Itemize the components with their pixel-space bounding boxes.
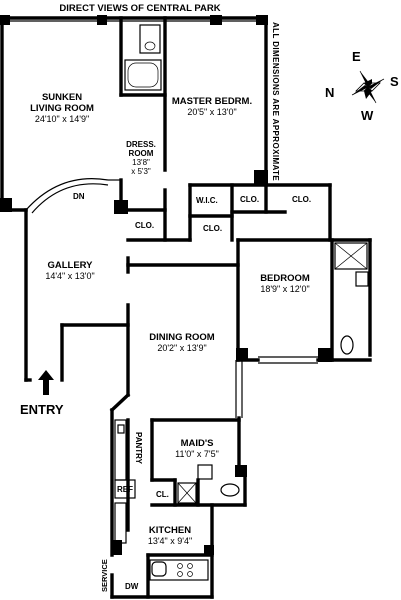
room-gallery: GALLERY 14'4" x 13'0" (45, 260, 94, 281)
kitchen-name: KITCHEN (149, 525, 191, 536)
living-name-1: SUNKEN (42, 92, 82, 103)
gallery-name: GALLERY (47, 260, 93, 271)
entry-arrow (38, 370, 54, 395)
wic-label: W.I.C. (196, 196, 218, 205)
room-master: MASTER BEDRM. 20'5" x 13'0" (172, 96, 252, 117)
master-dims: 20'5" x 13'0" (187, 107, 236, 117)
service-label: SERVICE (100, 559, 109, 592)
maids-dims: 11'0" x 7'5" (175, 449, 219, 459)
dining-dims: 20'2" x 13'9" (157, 343, 206, 353)
fixtures (114, 24, 369, 581)
bedroom-name: BEDROOM (260, 273, 310, 284)
living-dims: 24'10" x 14'9" (35, 114, 89, 124)
dressing-dims-1: 13'8" (132, 158, 150, 167)
dressing-name-1: DRESS. (126, 140, 156, 149)
closet-label-4: CLO. (292, 195, 311, 204)
room-maids: MAID'S 11'0" x 7'5" (175, 438, 219, 459)
bedroom-dims: 18'9" x 12'0" (260, 284, 309, 294)
room-dressing: DRESS. ROOM 13'8" x 5'3" (126, 140, 156, 176)
columns (0, 15, 332, 555)
maids-name: MAID'S (181, 438, 214, 449)
closet-label-1: CLO. (135, 221, 154, 230)
room-dining: DINING ROOM 20'2" x 13'9" (149, 332, 215, 353)
compass-s: S (390, 74, 399, 89)
compass-w: W (361, 108, 374, 123)
dressing-dims-2: x 5'3" (131, 167, 151, 176)
entry-label: ENTRY (20, 402, 64, 417)
dressing-name-2: ROOM (129, 149, 154, 158)
dimensions-note: ALL DIMENSIONS ARE APPROXIMATE (271, 22, 280, 181)
dw-label: DW (125, 582, 139, 591)
compass-rose: N E S W (325, 49, 399, 123)
kitchen-dims: 13'4" x 9'4" (148, 536, 192, 546)
walls (0, 16, 372, 599)
cl-label: CL. (156, 490, 169, 499)
ref-label: REF (117, 485, 133, 494)
dn-label: DN (73, 192, 85, 201)
pantry-label: PANTRY (134, 432, 143, 465)
gallery-dims: 14'4" x 13'0" (45, 271, 94, 281)
views-header: DIRECT VIEWS OF CENTRAL PARK (59, 3, 220, 14)
compass-e: E (352, 49, 361, 64)
compass-n: N (325, 85, 334, 100)
closet-label-2: CLO. (203, 224, 222, 233)
dining-name: DINING ROOM (149, 332, 215, 343)
closet-label-3: CLO. (240, 195, 259, 204)
living-name-2: LIVING ROOM (30, 103, 94, 114)
room-living: SUNKEN LIVING ROOM 24'10" x 14'9" (30, 92, 94, 124)
room-bedroom: BEDROOM 18'9" x 12'0" (260, 273, 310, 294)
master-name: MASTER BEDRM. (172, 96, 252, 107)
room-kitchen: KITCHEN 13'4" x 9'4" (148, 525, 192, 546)
